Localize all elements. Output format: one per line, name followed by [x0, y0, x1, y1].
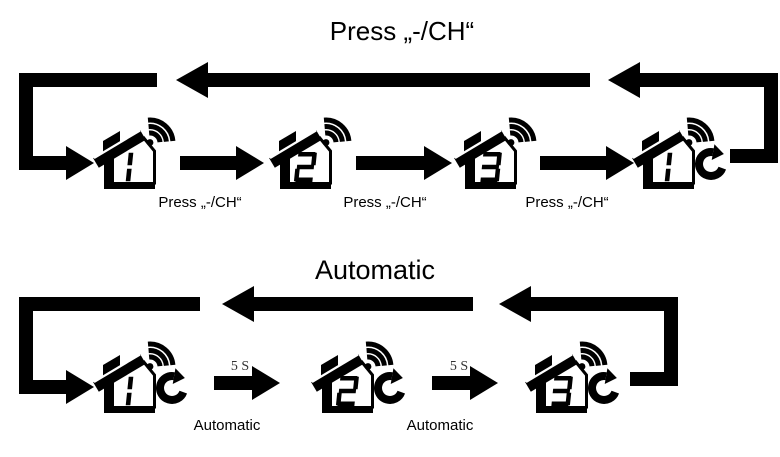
channel-digit: [335, 376, 359, 406]
top-node-cycle: [633, 120, 727, 186]
flow-arrow-icon: [356, 146, 452, 180]
flow-arrow-icon: [540, 146, 634, 180]
channel-digit: [551, 376, 573, 406]
return-arrow-right-icon: [499, 286, 678, 322]
step-label: Automatic: [407, 417, 474, 434]
loop-corner-left: [19, 73, 157, 180]
auto-cycle-arrow-icon: [696, 143, 727, 178]
return-arrow-left-icon: [176, 62, 590, 98]
bottom-flow-title: Automatic: [315, 255, 435, 285]
channel-digit: [480, 152, 502, 182]
interval-label: 5 S: [450, 359, 468, 374]
loop-corner-right: [630, 297, 678, 386]
flow-arrow-icon: [214, 366, 280, 400]
step-label: Press „-/CH“: [343, 194, 426, 211]
auto-cycle-arrow-icon: [157, 367, 188, 402]
channel-digit: [293, 152, 317, 182]
step-label: Press „-/CH“: [525, 194, 608, 211]
loop-corner-left: [19, 297, 200, 404]
top-node-channel-2: [270, 120, 364, 186]
step-label: Automatic: [194, 417, 261, 434]
channel-digit: [125, 152, 134, 182]
top-node-channel-3: [455, 120, 549, 186]
auto-cycle-arrow-icon: [589, 367, 620, 402]
auto-cycle-arrow-icon: [375, 367, 406, 402]
interval-label: 5 S: [231, 359, 249, 374]
bottom-flow-section: Automatic: [19, 255, 678, 434]
channel-digit: [664, 152, 673, 182]
top-node-channel-1: [94, 120, 188, 186]
channel-digit: [125, 376, 134, 406]
bottom-node-channel-2: [312, 344, 406, 410]
loop-corner-right: [730, 73, 778, 163]
flow-arrow-icon: [432, 366, 498, 400]
return-arrow-right-icon: [608, 62, 778, 98]
flow-arrow-icon: [180, 146, 264, 180]
return-arrow-left-icon: [222, 286, 473, 322]
step-label: Press „-/CH“: [158, 194, 241, 211]
bottom-node-channel-1: [94, 344, 188, 410]
bottom-node-channel-3: [526, 344, 620, 410]
top-flow-title: Press „-/CH“: [330, 16, 474, 46]
top-flow-section: Press „-/CH“: [19, 16, 778, 211]
